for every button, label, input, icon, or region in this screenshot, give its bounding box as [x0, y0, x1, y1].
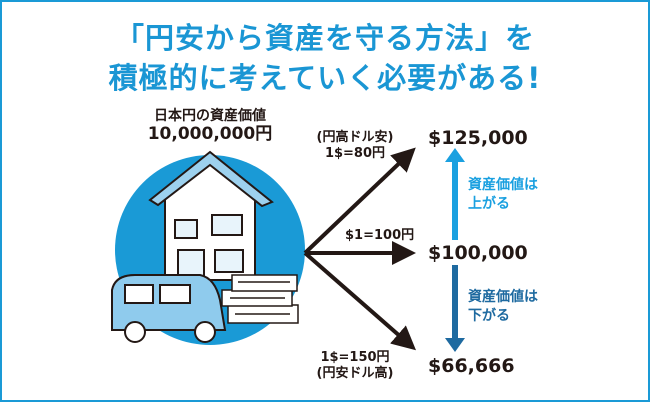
scenario-note: (円高ドル安) [316, 130, 394, 145]
money-stack-icon [221, 274, 299, 324]
headline-line-1: 「円安から資産を守る方法」を [114, 21, 535, 55]
value-66666: $66,666 [428, 355, 515, 377]
value-down-arrow [445, 265, 465, 352]
value-up-arrow [445, 148, 465, 240]
house-icon [148, 150, 274, 281]
scenario-rate: 1$=150円 [320, 350, 390, 365]
asset-amount: 10,000,000円 [147, 124, 273, 144]
headline-line-2: 積極的に考えていく必要がある! [108, 61, 542, 95]
arrow-down-right [303, 251, 417, 351]
value-up-line2: 上がる [468, 196, 510, 212]
value-100000: $100,000 [428, 242, 528, 264]
asset-label: 日本円の資産価値 10,000,000円 [130, 108, 290, 144]
value-down-line1: 資産価値は [468, 289, 538, 305]
car-icon [111, 274, 227, 343]
scenario-low-yen: 1$=150円 (円安ドル高) [310, 350, 400, 382]
scenario-note: (円安ドル高) [316, 366, 394, 381]
asset-label-text: 日本円の資産価値 [154, 108, 266, 124]
value-up-line1: 資産価値は [468, 177, 538, 193]
arrow-up-right [303, 147, 416, 255]
value-down-label: 資産価値は 下がる [468, 288, 538, 326]
value-125000: $125,000 [428, 127, 528, 149]
scenario-base-rate: $1=100円 [345, 228, 415, 243]
scenario-arrows [303, 147, 417, 351]
scenario-rate: 1$=80円 [324, 146, 386, 161]
scenario-high-yen: (円高ドル安) 1$=80円 [310, 130, 400, 162]
value-down-line2: 下がる [468, 308, 510, 324]
value-up-label: 資産価値は 上がる [468, 176, 538, 214]
